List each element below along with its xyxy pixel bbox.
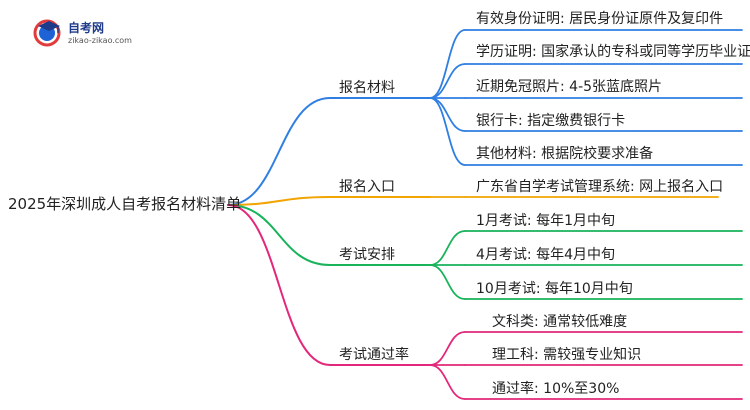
leaf-connector-schedule-2 <box>429 264 466 300</box>
graduation-cap-icon <box>33 19 61 47</box>
leaf-other-materials: 其他材料: 根据院校要求准备 <box>476 146 654 162</box>
logo-url: zikao-zikao.com <box>68 36 132 45</box>
leaf-connector-materials-1 <box>429 63 466 99</box>
leaf-jan-exam: 1月考试: 每年1月中旬 <box>476 213 615 229</box>
leaf-connector-materials-4 <box>429 97 466 166</box>
leaf-education-proof: 学历证明: 国家承认的专科或同等学历毕业证 <box>476 44 750 60</box>
leaf-connector-passrate-2 <box>429 364 466 400</box>
leaf-connector-materials-3 <box>429 97 466 132</box>
leaf-connector-passrate-0 <box>429 331 466 366</box>
leaf-liberal-arts: 文科类: 通常较低难度 <box>492 314 628 330</box>
leaf-online-entry: 广东省自学考试管理系统: 网上报名入口 <box>476 179 724 195</box>
root-connector-passrate <box>227 204 331 366</box>
leaf-bank-card: 银行卡: 指定缴费银行卡 <box>476 113 626 129</box>
leaf-photos: 近期免冠照片: 4-5张蓝底照片 <box>476 79 663 95</box>
branch-label-passrate: 考试通过率 <box>339 347 409 363</box>
branch-label-schedule: 考试安排 <box>339 247 395 263</box>
leaf-pass-rate: 通过率: 10%至30% <box>492 381 620 397</box>
root-connector-schedule <box>227 204 331 266</box>
leaf-id-proof: 有效身份证明: 居民身份证原件及复印件 <box>476 11 724 27</box>
leaf-oct-exam: 10月考试: 每年10月中旬 <box>476 281 633 297</box>
branch-label-entry: 报名入口 <box>339 179 395 195</box>
root-connector-materials <box>227 97 331 206</box>
site-logo[interactable]: 自考网 zikao-zikao.com <box>32 16 152 52</box>
logo-title: 自考网 <box>68 21 105 35</box>
leaf-science: 理工科: 需较强专业知识 <box>492 347 642 363</box>
root-topic: 2025年深圳成人自考报名材料清单 <box>8 195 242 213</box>
leaf-connector-materials-0 <box>429 29 466 99</box>
root-connector-entry <box>227 196 331 206</box>
branch-label-materials: 报名材料 <box>339 80 395 96</box>
leaf-connector-schedule-0 <box>429 230 466 266</box>
leaf-apr-exam: 4月考试: 每年4月中旬 <box>476 247 615 263</box>
